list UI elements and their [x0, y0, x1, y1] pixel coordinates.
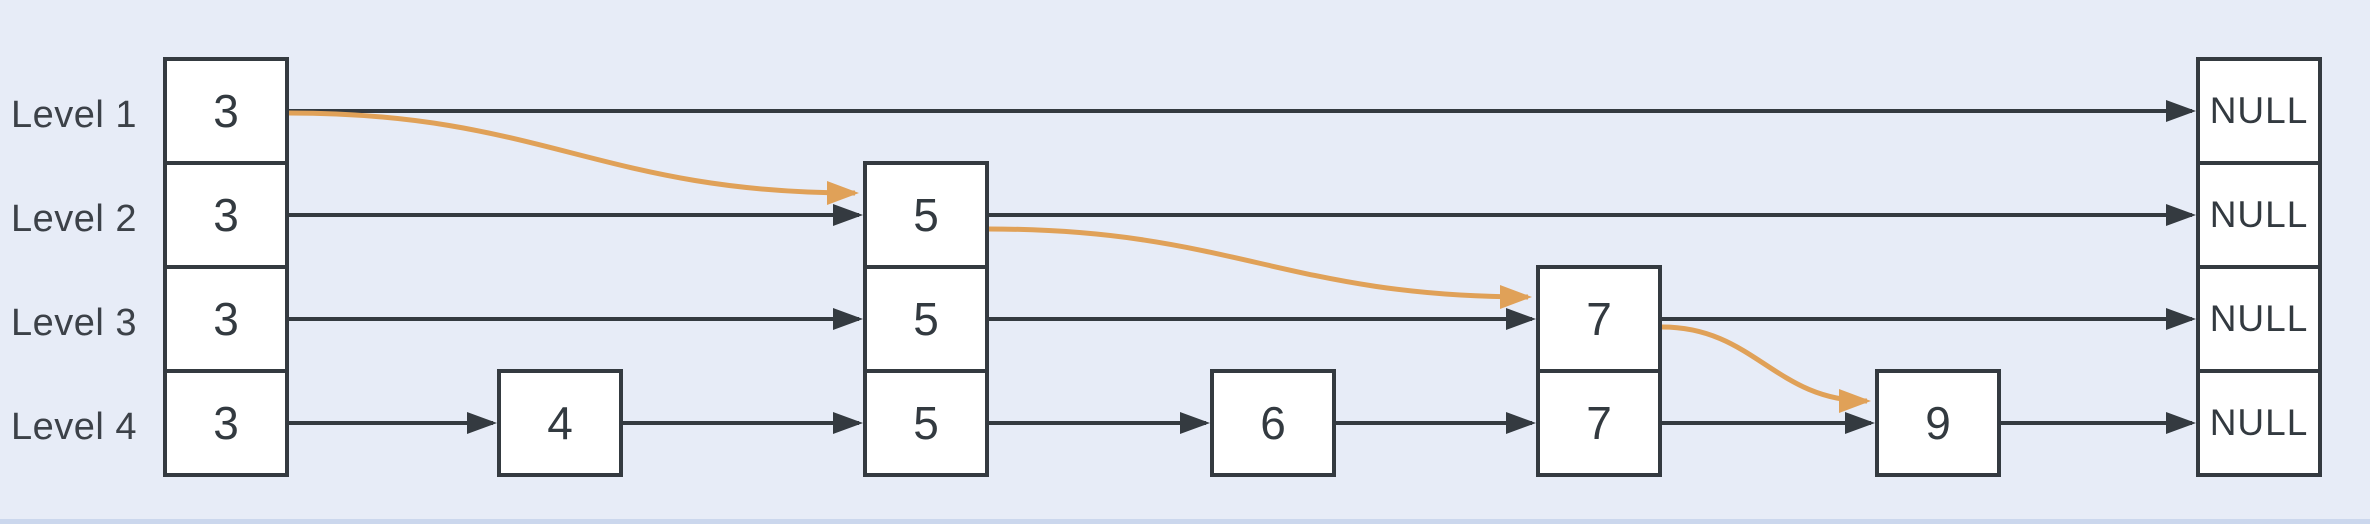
node-value: 3 — [213, 189, 239, 241]
level-label: Level 1 — [10, 94, 137, 136]
node-value: NULL — [2209, 194, 2309, 235]
node-value: 5 — [913, 293, 939, 345]
node-value: NULL — [2209, 402, 2309, 443]
level-label: Level 2 — [10, 198, 137, 240]
node-4-cell: 4 — [497, 369, 623, 477]
node-9-cell: 9 — [1875, 369, 2001, 477]
node-null-cell: NULL — [2196, 161, 2322, 269]
node-value: 3 — [213, 85, 239, 137]
node-head-cell: 3 — [163, 265, 289, 373]
node-null-cell: NULL — [2196, 265, 2322, 373]
node-6-cell: 6 — [1210, 369, 1336, 477]
bottom-edge-strip — [0, 519, 2370, 524]
node-value: 5 — [913, 397, 939, 449]
node-7-cell: 7 — [1536, 369, 1662, 477]
node-value: 4 — [547, 397, 573, 449]
node-head-cell: 3 — [163, 161, 289, 269]
level-label: Level 3 — [10, 302, 137, 344]
node-value: 7 — [1586, 397, 1612, 449]
node-null-cell: NULL — [2196, 369, 2322, 477]
search-path-arrow — [988, 226, 1532, 309]
node-null-cell: NULL — [2196, 57, 2322, 165]
node-7-cell: 7 — [1536, 265, 1662, 373]
search-path-arrow — [288, 110, 859, 205]
node-head-cell: 3 — [163, 57, 289, 165]
node-value: 5 — [913, 189, 939, 241]
node-value: 7 — [1586, 293, 1612, 345]
node-value: 9 — [1925, 397, 1951, 449]
node-value: 6 — [1260, 397, 1286, 449]
node-value: 3 — [213, 293, 239, 345]
node-5-cell: 5 — [863, 161, 989, 269]
node-value: NULL — [2209, 90, 2309, 131]
search-path-arrow — [1661, 324, 1871, 413]
node-value: 3 — [213, 397, 239, 449]
node-head-cell: 3 — [163, 369, 289, 477]
node-5-cell: 5 — [863, 369, 989, 477]
node-5-cell: 5 — [863, 265, 989, 373]
level-label: Level 4 — [10, 406, 137, 448]
node-value: NULL — [2209, 298, 2309, 339]
